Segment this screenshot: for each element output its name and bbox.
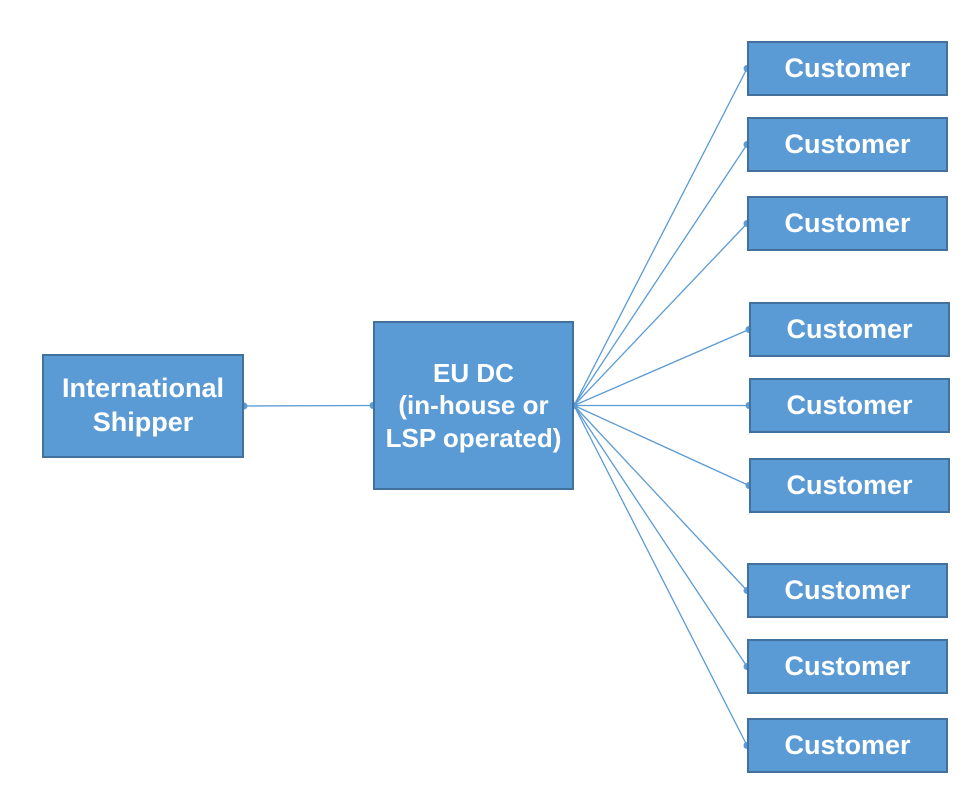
customer-label-4: Customer xyxy=(786,313,913,344)
customer-node-8: Customer xyxy=(747,639,948,694)
customer-node-3: Customer xyxy=(747,196,948,251)
connector-dc-to-customer-8 xyxy=(573,405,748,667)
customer-node-7: Customer xyxy=(747,563,948,618)
connector-dc-to-customer-4 xyxy=(573,328,750,407)
eu-dc-label-line-2: (in-house or xyxy=(398,390,549,421)
connector-dc-to-customer-1 xyxy=(573,68,748,406)
customer-label-2: Customer xyxy=(784,128,911,159)
connector-dc-to-customer-3 xyxy=(573,223,748,406)
customer-label-6: Customer xyxy=(786,469,913,500)
connector-dc-to-customer-6 xyxy=(573,404,750,487)
customer-label-3: Customer xyxy=(784,207,911,238)
shipper-label-line-2: Shipper xyxy=(92,407,194,437)
connector-shipper-to-dc xyxy=(243,404,374,407)
eu-dc-label-line-3: LSP operated) xyxy=(385,422,562,453)
customer-label-5: Customer xyxy=(786,389,913,420)
customer-node-2: Customer xyxy=(747,117,948,172)
customer-label-9: Customer xyxy=(784,729,911,760)
customer-node-4: Customer xyxy=(749,302,950,357)
customer-node-9: Customer xyxy=(747,718,948,773)
connector-dc-to-customer-7 xyxy=(573,405,748,591)
international-shipper-node: International Shipper xyxy=(42,354,244,458)
customer-node-5: Customer xyxy=(749,378,950,433)
eu-dc-node: EU DC (in-house or LSP operated) xyxy=(373,321,574,490)
shipper-label-line-1: International xyxy=(61,373,224,404)
customer-label-7: Customer xyxy=(784,574,911,605)
customer-node-1: Customer xyxy=(747,41,948,96)
customer-label-8: Customer xyxy=(784,650,911,681)
connector-dc-to-customer-2 xyxy=(573,144,748,406)
customer-node-6: Customer xyxy=(749,458,950,513)
eu-dc-label-line-1: EU DC xyxy=(433,357,514,388)
connector-dc-to-customer-9 xyxy=(573,405,748,746)
customer-label-1: Customer xyxy=(784,52,911,83)
